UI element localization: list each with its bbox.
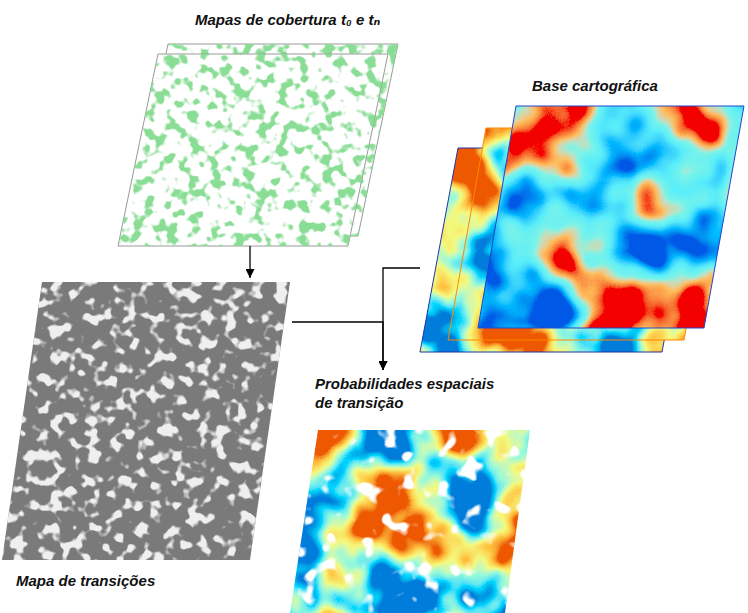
panel-title: Probabilidades espaciais de transição: [315, 374, 505, 412]
panel-title: Mapas de cobertura t₀ e tₙ: [195, 10, 380, 29]
map-panel: Mapas de cobertura t₀ e tₙ: [115, 6, 400, 246]
map-panel: Base cartográfica: [420, 72, 746, 354]
flow-arrow: [292, 322, 383, 370]
flow-arrow: [383, 268, 420, 370]
panel-title: Base cartográfica: [532, 76, 658, 95]
panel-title: Mapa de transições: [16, 571, 155, 590]
map-panel: Mapa de transições: [0, 278, 292, 592]
map-panel: Probabilidades espaciais de transição: [285, 370, 533, 613]
flow-arrow: [249, 246, 250, 278]
